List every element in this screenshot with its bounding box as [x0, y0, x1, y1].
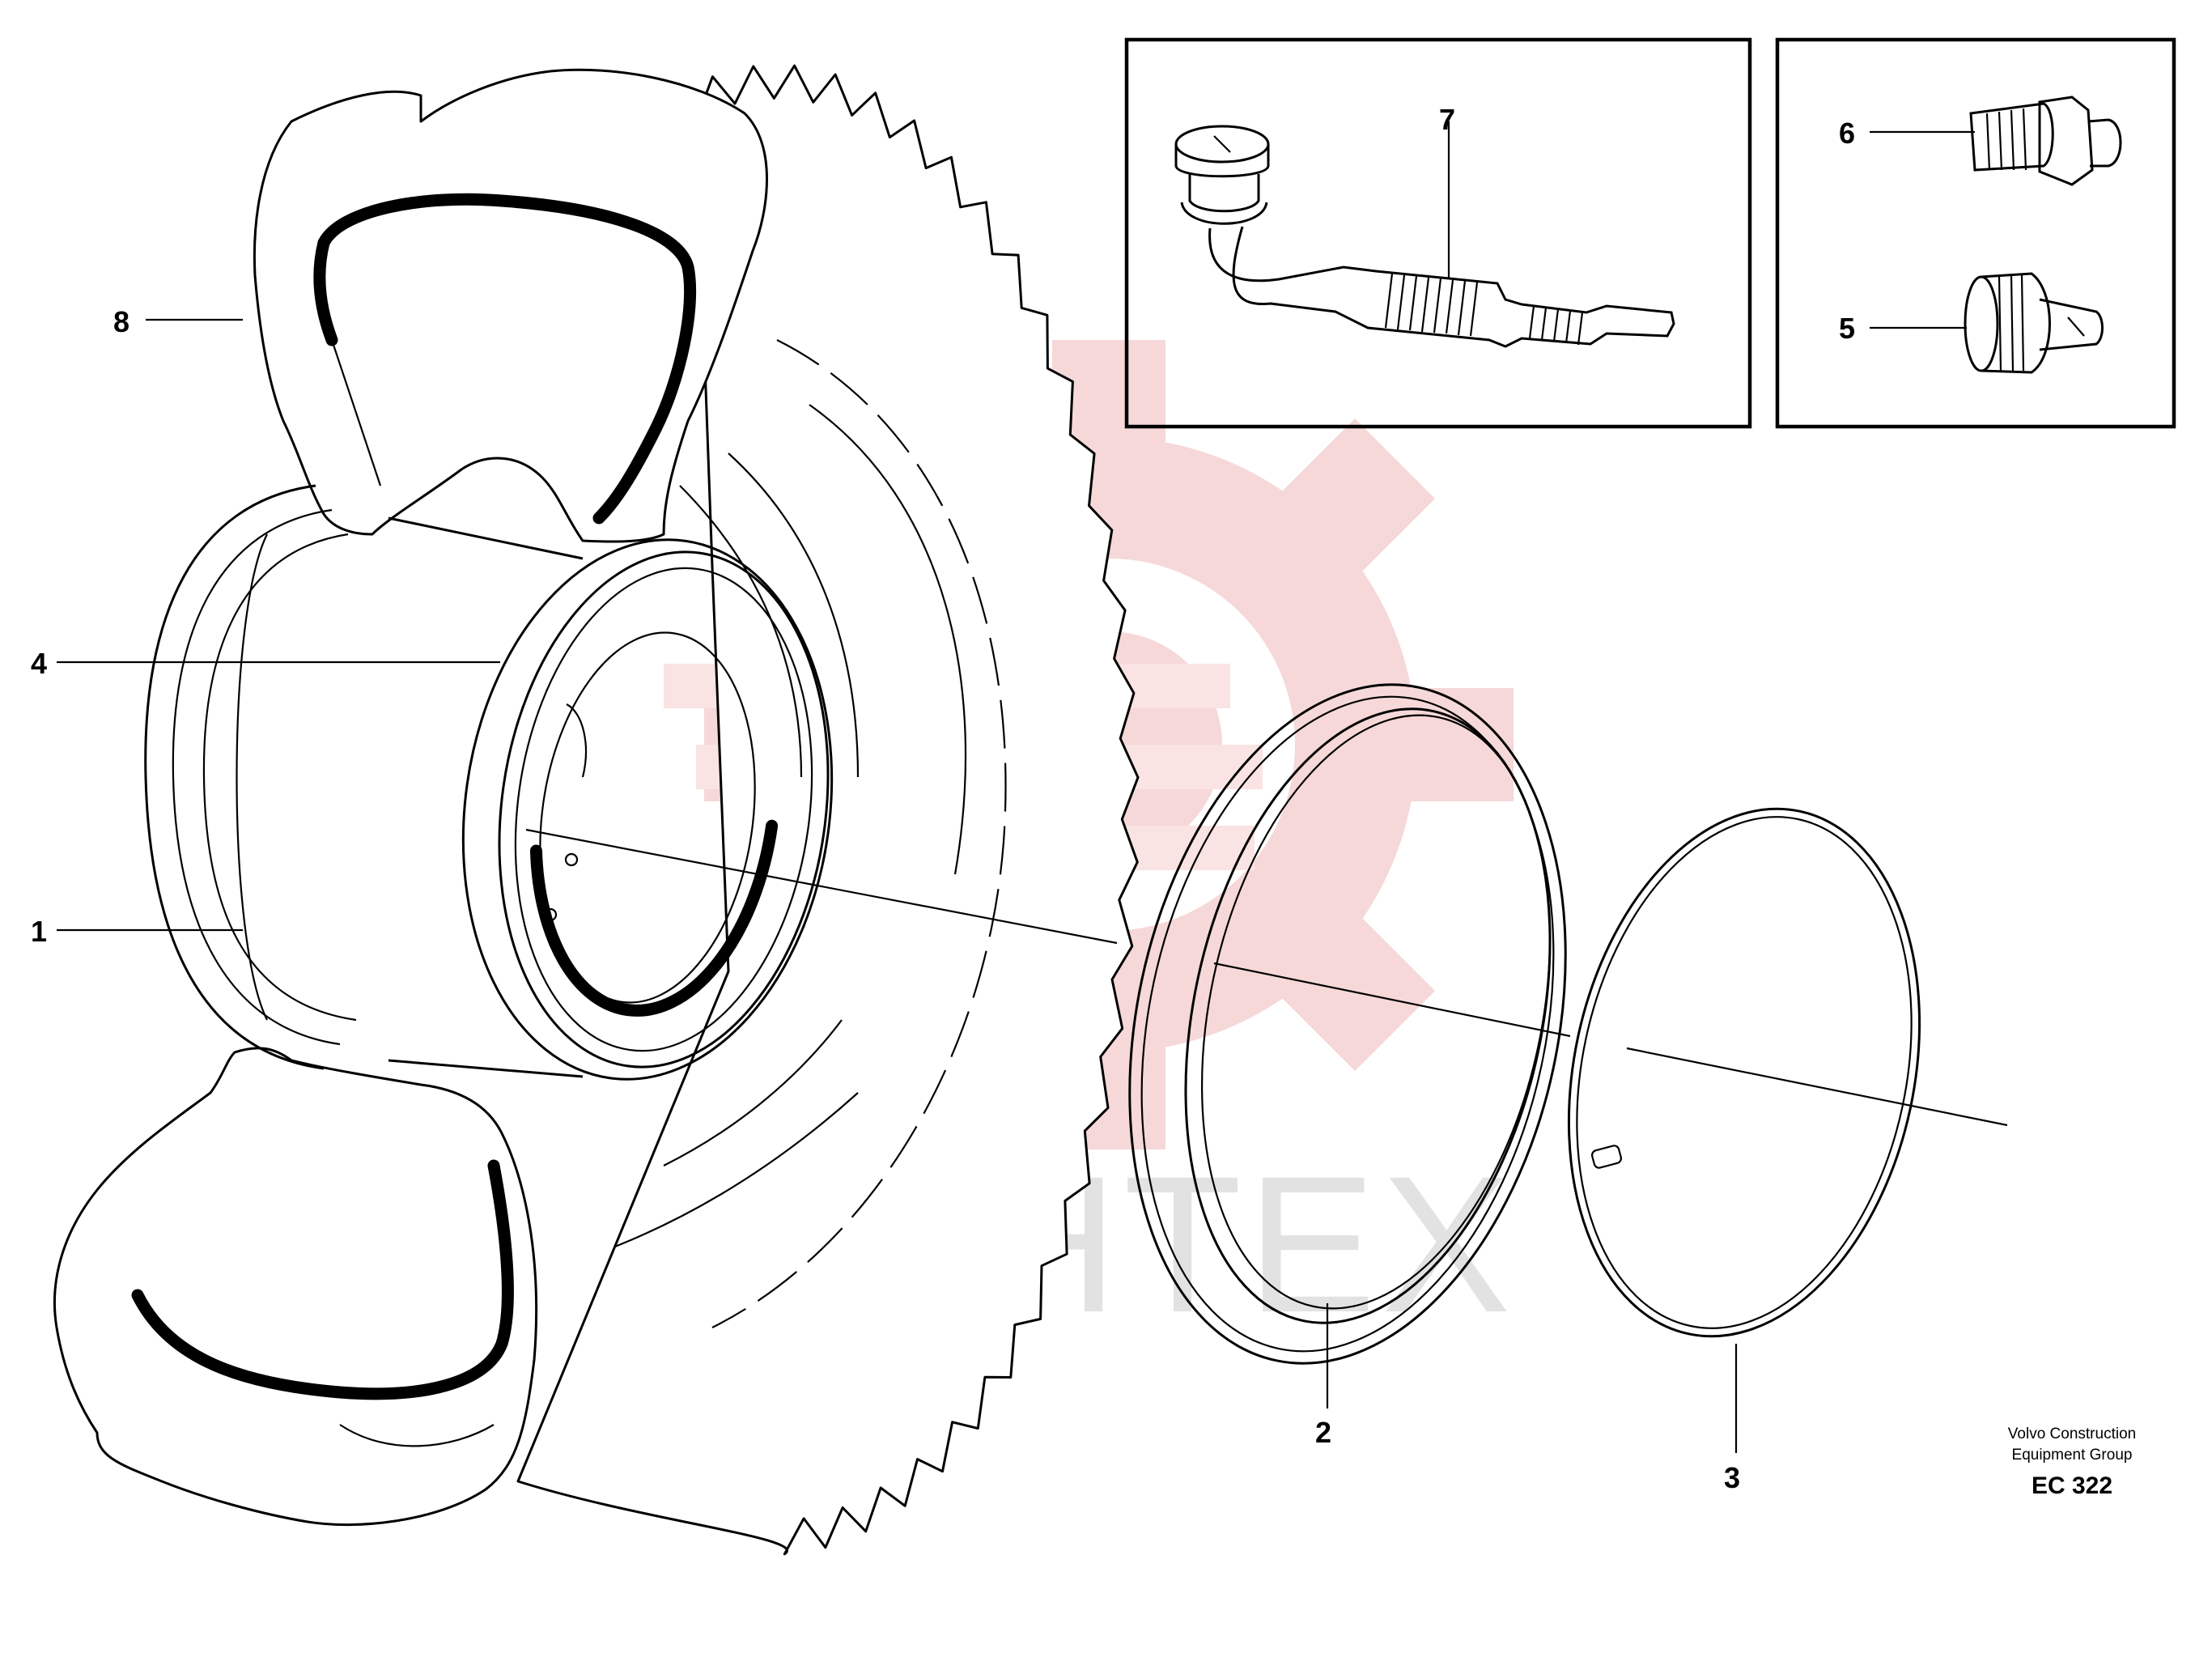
valve-assembly-part-7 — [1174, 125, 1675, 348]
valve-knurl-lines — [1384, 273, 1584, 346]
callout-6: 6 — [1839, 117, 1855, 150]
flange-ring-part-2 — [1128, 683, 1567, 1365]
rim-part-1 — [144, 484, 834, 1081]
valve-detail-box — [1124, 37, 1752, 429]
tire-part-8 — [53, 64, 1140, 1556]
adapter-detail-box — [1775, 37, 2176, 429]
drawing-code: EC 322 — [2032, 1472, 2112, 1499]
callout-7: 7 — [1439, 103, 1455, 136]
leader-lines — [57, 121, 1975, 1453]
credit-line-2: Equipment Group — [2012, 1447, 2133, 1464]
adapter-part-6 — [1969, 96, 2122, 186]
cap-part-5 — [1964, 272, 2104, 374]
sealing-ring-part-3 — [1567, 807, 1921, 1338]
credit-line-1: Volvo Construction — [2008, 1425, 2136, 1442]
callout-5: 5 — [1839, 312, 1855, 345]
callout-1: 1 — [31, 915, 47, 948]
callout-4: 4 — [31, 647, 47, 680]
assembly-axis-line — [525, 828, 2008, 1127]
callout-2: 2 — [1315, 1416, 1331, 1449]
callout-8: 8 — [113, 305, 129, 338]
callout-3: 3 — [1724, 1461, 1740, 1494]
